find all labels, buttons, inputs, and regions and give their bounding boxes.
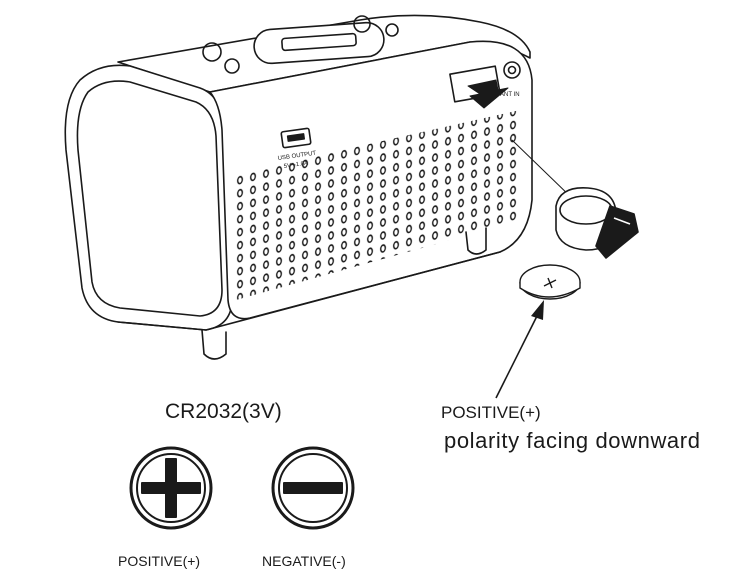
negative-caption: NEGATIVE(-) (262, 553, 346, 569)
ant-label: ANT IN (500, 92, 520, 98)
front-foot (201, 329, 227, 360)
tray-leader-line (511, 139, 575, 201)
top-handle (253, 21, 385, 65)
device-front (64, 64, 233, 331)
coin-battery-icon (519, 264, 581, 300)
positive-caption: POSITIVE(+) (118, 553, 201, 569)
usb-label: USB OUTPUT (277, 151, 316, 162)
speaker-grille (232, 110, 522, 300)
rear-foot (465, 227, 487, 255)
polarity-annotation-title: POSITIVE(+) (441, 403, 541, 422)
polarity-arrow (495, 300, 544, 399)
ant-jack (503, 61, 521, 79)
minus-circle-icon (271, 446, 355, 530)
plus-circle-icon (129, 446, 213, 530)
radio-device (64, 14, 533, 360)
polarity-annotation-text: polarity facing downward (444, 428, 701, 453)
battery-type-label: CR2032(3V) (165, 400, 282, 423)
insert-arrow (467, 79, 509, 109)
usb-spec: 5V⎓1.0A (283, 161, 308, 170)
usb-port (280, 127, 312, 149)
battery-tray (555, 187, 639, 259)
